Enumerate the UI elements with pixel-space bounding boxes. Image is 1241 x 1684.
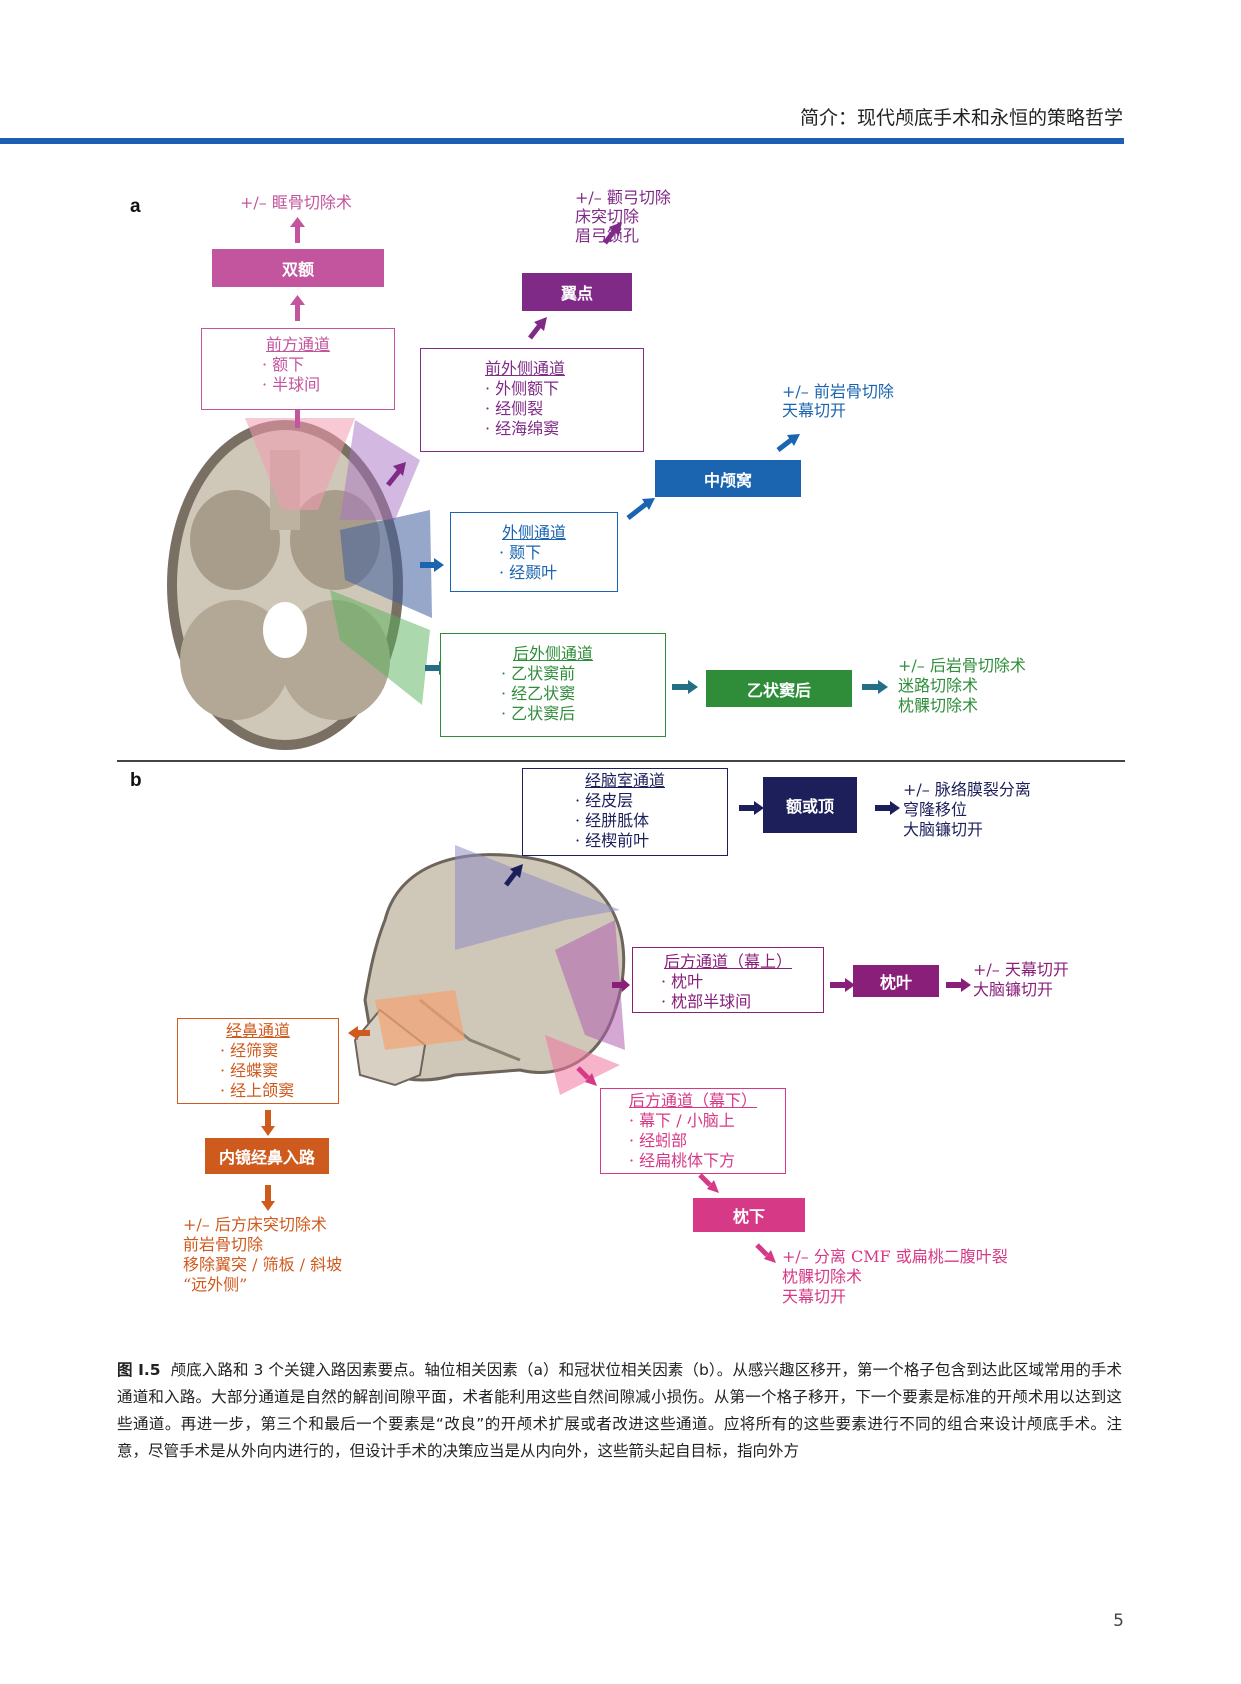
- corridor-item: 经筛窦: [178, 1041, 338, 1061]
- corridor-item: 额下: [202, 355, 394, 375]
- endonasal-note-3: 移除翼突 / 筛板 / 斜坡: [183, 1255, 343, 1274]
- transnasal-corridor-box: 经鼻通道 经筛窦 经蝶窦 经上颌窦: [177, 1018, 339, 1104]
- lateral-corridor-title: 外侧通道: [501, 523, 566, 542]
- corridor-item: 经海绵窦: [421, 419, 643, 439]
- middle-fossa-craniotomy: 中颅窝: [655, 460, 801, 497]
- corridor-item: 经上颌窦: [178, 1081, 338, 1101]
- pterional-craniotomy: 翼点: [522, 273, 632, 311]
- middle-fossa-note-1: +/– 前岩骨切除: [782, 382, 894, 401]
- corridor-item: 经蝶窦: [178, 1061, 338, 1081]
- corridor-item: 经颞叶: [451, 563, 617, 583]
- corridor-item: 半球间: [202, 375, 394, 395]
- retrosigmoid-note-2: 迷路切除术: [898, 676, 979, 695]
- figure-caption-label: 图 I.5: [117, 1361, 161, 1379]
- corridor-item: 经蚓部: [601, 1131, 785, 1151]
- retrosigmoid-note-1: +/– 后岩骨切除术: [898, 656, 1026, 675]
- figure-caption: 图 I.5 颅底入路和 3 个关键入路因素要点。轴位相关因素（a）和冠状位相关因…: [117, 1357, 1122, 1465]
- posterior-infratentorial-title: 后方通道（幕下）: [628, 1091, 757, 1110]
- skull-sagittal-image: [353, 845, 626, 1095]
- anterolateral-corridor-box: 前外侧通道 外侧额下 经侧裂 经海绵窦: [420, 348, 644, 452]
- posterior-supratentorial-title: 后方通道（幕上）: [663, 952, 792, 971]
- frontal-parietal-note-3: 大脑镰切开: [903, 820, 984, 839]
- figure-caption-text: 颅底入路和 3 个关键入路因素要点。轴位相关因素（a）和冠状位相关因素（b）。从…: [117, 1361, 1123, 1460]
- suboccipital-note-3: 天幕切开: [782, 1287, 847, 1306]
- retrosigmoid-note-3: 枕髁切除术: [898, 696, 979, 715]
- corridor-item: 经楔前叶: [523, 831, 727, 851]
- frontal-parietal-craniotomy: 额或顶: [763, 777, 857, 833]
- corridor-item: 枕叶: [633, 972, 823, 992]
- bifrontal-modification-note: +/– 眶骨切除术: [240, 193, 352, 212]
- transventricular-corridor-box: 经脑室通道 经皮层 经胼胝体 经楔前叶: [522, 768, 728, 856]
- suboccipital-craniotomy: 枕下: [693, 1198, 805, 1232]
- posterolateral-corridor-title: 后外侧通道: [512, 644, 593, 663]
- middle-fossa-note-2: 天幕切开: [782, 401, 847, 420]
- pterional-note-1: +/– 颧弓切除: [575, 188, 671, 207]
- frontal-parietal-note-2: 穹隆移位: [903, 800, 968, 819]
- panel-b-label: b: [130, 770, 142, 791]
- endonasal-note-1: +/– 后方床突切除术: [183, 1215, 327, 1234]
- header-rule: [0, 138, 1124, 144]
- lateral-corridor-box: 外侧通道 颞下 经颞叶: [450, 512, 618, 592]
- corridor-item: 幕下 / 小脑上: [601, 1111, 785, 1131]
- posterior-supratentorial-corridor-box: 后方通道（幕上） 枕叶 枕部半球间: [632, 947, 824, 1013]
- anterolateral-corridor-title: 前外侧通道: [485, 359, 566, 378]
- endonasal-note-4: “远外侧”: [183, 1275, 248, 1294]
- suboccipital-note-2: 枕髁切除术: [782, 1267, 863, 1286]
- skull-base-axial-image: [167, 418, 432, 750]
- suboccipital-note-1: +/– 分离 CMF 或扁桃二腹叶裂: [782, 1247, 1008, 1266]
- posterior-infratentorial-corridor-box: 后方通道（幕下） 幕下 / 小脑上 经蚓部 经扁桃体下方: [600, 1088, 786, 1174]
- corridor-item: 乙状窦后: [441, 704, 665, 724]
- pterional-note-2: 床突切除: [575, 207, 640, 226]
- transnasal-corridor-title: 经鼻通道: [225, 1021, 290, 1040]
- endonasal-note-2: 前岩骨切除: [183, 1235, 264, 1254]
- corridor-item: 经扁桃体下方: [601, 1151, 785, 1171]
- corridor-item: 经侧裂: [421, 399, 643, 419]
- panel-a-label: a: [130, 196, 141, 217]
- panel-divider: [117, 760, 1125, 762]
- occipital-note-1: +/– 天幕切开: [973, 960, 1069, 979]
- corridor-item: 枕部半球间: [633, 992, 823, 1012]
- corridor-item: 经乙状窦: [441, 684, 665, 704]
- retrosigmoid-craniotomy: 乙状窦后: [706, 670, 852, 707]
- corridor-item: 外侧额下: [421, 379, 643, 399]
- corridor-item: 乙状窦前: [441, 664, 665, 684]
- anterior-corridor-box: 前方通道 额下 半球间: [201, 328, 395, 410]
- corridor-item: 颞下: [451, 543, 617, 563]
- occipital-craniotomy: 枕叶: [853, 965, 939, 997]
- occipital-note-2: 大脑镰切开: [973, 980, 1054, 999]
- posterolateral-corridor-box: 后外侧通道 乙状窦前 经乙状窦 乙状窦后: [440, 633, 666, 737]
- anterior-corridor-title: 前方通道: [265, 335, 330, 354]
- endonasal-approach: 内镜经鼻入路: [205, 1138, 329, 1174]
- corridor-item: 经皮层: [523, 791, 727, 811]
- page-number: 5: [1113, 1611, 1124, 1631]
- running-header: 简介：现代颅底手术和永恒的策略哲学: [799, 107, 1123, 129]
- frontal-parietal-note-1: +/– 脉络膜裂分离: [903, 780, 1031, 799]
- corridor-item: 经胼胝体: [523, 811, 727, 831]
- bifrontal-craniotomy: 双额: [212, 249, 384, 287]
- pterional-note-3: 眉弓锁孔: [575, 226, 640, 245]
- transventricular-corridor-title: 经脑室通道: [584, 771, 665, 790]
